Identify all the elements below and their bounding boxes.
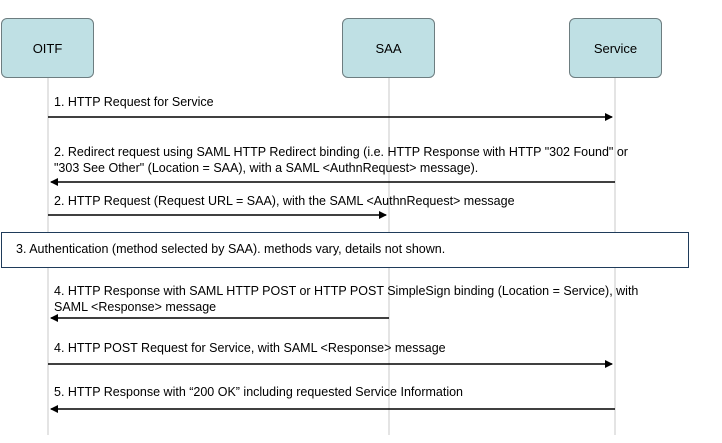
message-2-label-line2: "303 See Other" (Location = SAA), with a… (54, 161, 479, 175)
actor-service: Service (569, 18, 662, 78)
actor-oitf: OITF (1, 18, 94, 78)
actor-oitf-label: OITF (32, 40, 63, 56)
message-2-label-line1: 2. Redirect request using SAML HTTP Redi… (54, 145, 628, 159)
actor-service-label: Service (593, 40, 638, 56)
message-4-label-line2: SAML <Response> message (54, 300, 217, 314)
message-4-label-line1: 4. HTTP Response with SAML HTTP POST or … (54, 284, 639, 298)
message-1-label: 1. HTTP Request for Service (54, 95, 214, 109)
actor-saa: SAA (342, 18, 435, 78)
message-5-label: 4. HTTP POST Request for Service, with S… (54, 341, 446, 355)
authentication-note: 3. Authentication (method selected by SA… (1, 232, 689, 268)
authentication-note-text: 3. Authentication (method selected by SA… (16, 242, 446, 256)
actor-saa-label: SAA (375, 40, 402, 56)
message-3-label: 2. HTTP Request (Request URL = SAA), wit… (54, 194, 515, 208)
message-6-label: 5. HTTP Response with “200 OK” including… (54, 385, 463, 399)
